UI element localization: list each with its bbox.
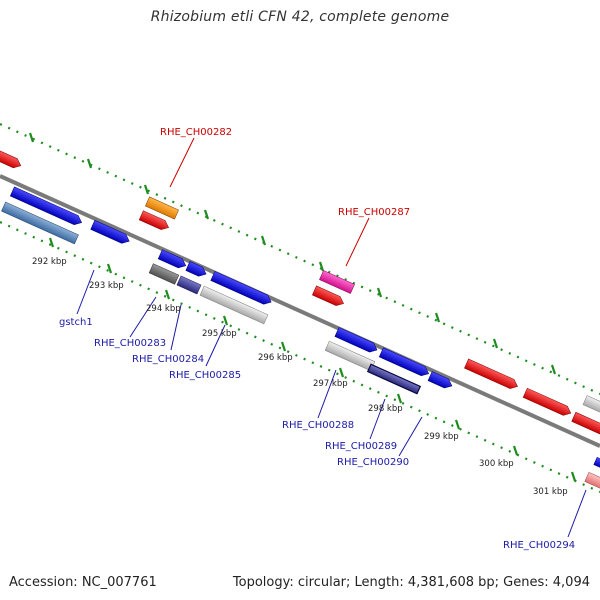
gene-arrow[interactable] bbox=[582, 395, 600, 415]
inner-scale-ticks bbox=[48, 237, 577, 482]
genome-backbone bbox=[0, 174, 600, 448]
gene-arrow[interactable] bbox=[522, 387, 573, 418]
outer-scale-dots bbox=[0, 122, 600, 396]
gene-features[interactable] bbox=[0, 146, 600, 490]
scale-label: 295 kbp bbox=[202, 329, 237, 339]
map-title: Rhizobium etli CFN 42, complete genome bbox=[150, 9, 450, 25]
gene-arrow[interactable] bbox=[319, 270, 355, 294]
scale-label: 297 kbp bbox=[313, 379, 348, 389]
gene-arrow[interactable] bbox=[176, 275, 202, 295]
gene-arrow[interactable] bbox=[366, 363, 422, 395]
gene-label-rhe-ch00285[interactable]: RHE_CH00285 bbox=[169, 370, 241, 381]
gene-arrow[interactable] bbox=[185, 261, 208, 278]
gene-label-rhe-ch00288[interactable]: RHE_CH00288 bbox=[282, 420, 354, 431]
scale-label: 301 kbp bbox=[533, 487, 568, 497]
gene-label-rhe-ch00282[interactable]: RHE_CH00282 bbox=[160, 127, 232, 138]
gene-arrow[interactable] bbox=[148, 263, 180, 285]
gene-label-rhe-ch00289[interactable]: RHE_CH00289 bbox=[325, 441, 397, 452]
gene-arrow[interactable] bbox=[571, 411, 600, 439]
gene-arrow[interactable] bbox=[157, 249, 188, 271]
gene-arrow[interactable] bbox=[138, 210, 170, 232]
gene-arrow[interactable] bbox=[90, 219, 132, 246]
scale-label: 298 kbp bbox=[368, 404, 403, 414]
inner-scale-dots bbox=[0, 220, 600, 494]
gene-arrow[interactable] bbox=[145, 196, 179, 220]
scale-label: 296 kbp bbox=[258, 353, 293, 363]
gene-arrow[interactable] bbox=[464, 358, 519, 391]
gene-arrow[interactable] bbox=[427, 371, 454, 391]
gene-arrow[interactable] bbox=[9, 186, 83, 227]
gene-arrow[interactable] bbox=[210, 270, 273, 306]
label-leader-lines bbox=[76, 137, 587, 538]
scale-label: 292 kbp bbox=[32, 257, 67, 267]
gene-arrow[interactable] bbox=[1, 201, 79, 245]
gene-labels[interactable]: RHE_CH00282 RHE_CH00287 gstch1 RHE_CH002… bbox=[59, 127, 575, 551]
scale-label: 293 kbp bbox=[89, 281, 124, 291]
gene-arrow[interactable] bbox=[334, 327, 379, 354]
gene-arrow[interactable] bbox=[378, 347, 431, 378]
outer-scale-ticks bbox=[28, 132, 557, 375]
scale-label: 294 kbp bbox=[146, 304, 181, 314]
gene-arrow[interactable] bbox=[0, 146, 23, 170]
gene-label-rhe-ch00283[interactable]: RHE_CH00283 bbox=[94, 338, 166, 349]
gene-arrow[interactable] bbox=[312, 285, 345, 308]
gene-label-rhe-ch00284[interactable]: RHE_CH00284 bbox=[132, 354, 204, 365]
gene-arrow[interactable] bbox=[199, 285, 269, 325]
accession-text: Accession: NC_007761 bbox=[9, 575, 157, 590]
scale-labels: 292 kbp 293 kbp 294 kbp 295 kbp 296 kbp … bbox=[32, 257, 568, 497]
gene-label-rhe-ch00290[interactable]: RHE_CH00290 bbox=[337, 457, 409, 468]
gene-label-gstch1[interactable]: gstch1 bbox=[59, 317, 93, 328]
scale-label: 299 kbp bbox=[424, 432, 459, 442]
gene-label-rhe-ch00287[interactable]: RHE_CH00287 bbox=[338, 207, 410, 218]
genome-summary-text: Topology: circular; Length: 4,381,608 bp… bbox=[232, 575, 590, 590]
gene-arrow[interactable] bbox=[584, 472, 600, 490]
gene-arrow[interactable] bbox=[593, 456, 600, 470]
gene-label-rhe-ch00294[interactable]: RHE_CH00294 bbox=[503, 540, 575, 551]
scale-label: 300 kbp bbox=[479, 459, 514, 469]
